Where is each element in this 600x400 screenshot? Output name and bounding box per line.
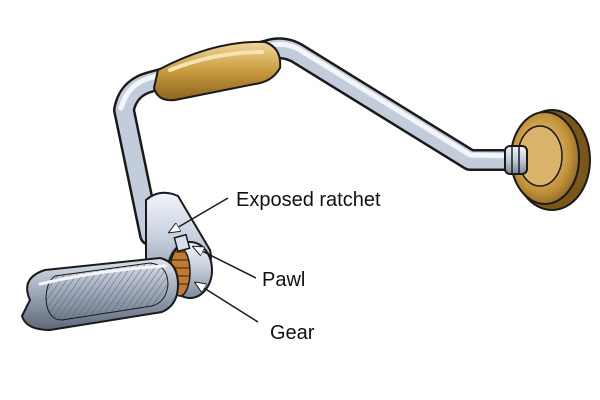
exposed-ratchet-arrow <box>170 197 229 232</box>
pawl-label: Pawl <box>262 269 305 291</box>
gear-label: Gear <box>270 322 315 344</box>
exposed-ratchet-label: Exposed ratchet <box>236 189 381 211</box>
callout-gear: Gear <box>196 283 315 344</box>
head-pad <box>510 109 591 211</box>
pawl-arrow <box>194 247 257 279</box>
gear-arrow <box>196 283 259 323</box>
callout-exposed-ratchet: Exposed ratchet <box>170 189 381 232</box>
crank-handle <box>152 40 282 102</box>
callout-pawl: Pawl <box>194 247 305 291</box>
chuck-assembly <box>20 191 213 332</box>
